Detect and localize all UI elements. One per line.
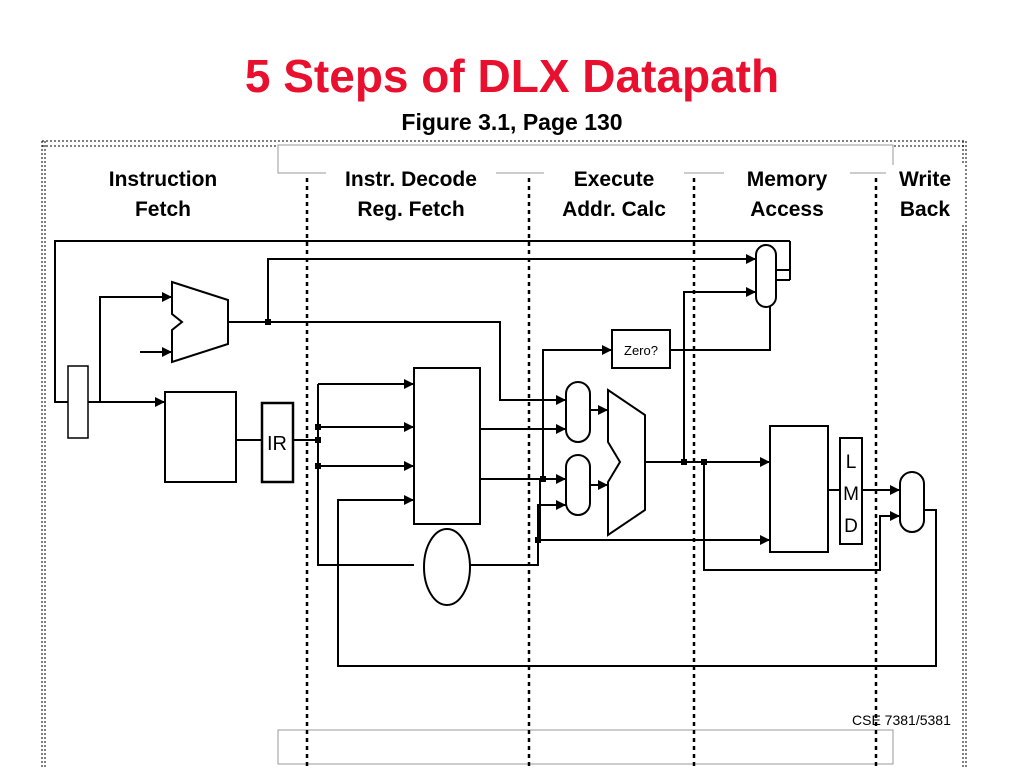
figure-reference: Figure 3.1, Page 130 <box>401 109 623 135</box>
bottom-box <box>277 729 894 765</box>
zero-detector <box>611 329 671 369</box>
stage-label-line2: Access <box>750 198 824 221</box>
register-file <box>413 367 481 525</box>
alu <box>607 388 646 537</box>
pc-register <box>67 365 89 439</box>
ir-register <box>260 401 295 484</box>
writeback-mux <box>899 471 925 533</box>
ir-label: IR <box>267 433 287 455</box>
lmd-register <box>839 437 863 545</box>
slide-title: 5 Steps of DLX Datapath <box>244 50 780 102</box>
stage-label-line2: Fetch <box>134 198 191 221</box>
instruction-memory <box>164 391 237 483</box>
stage-label-line1: Execute <box>573 168 655 191</box>
data-memory <box>769 425 829 553</box>
alu-mux-a <box>565 381 591 443</box>
stage-execute: Execute Addr. Calc <box>544 165 684 225</box>
stage-write-back: Write Back <box>886 165 964 225</box>
stage-label-line2: Addr. Calc <box>562 198 666 221</box>
stage-separators <box>305 178 878 768</box>
stage-label-line1: Write <box>898 168 952 191</box>
pc-adder <box>171 280 229 364</box>
stage-instruction-fetch: Instruction Fetch <box>100 165 226 225</box>
stage-label-line2: Reg. Fetch <box>357 198 465 221</box>
pc-mux <box>755 244 777 308</box>
course-footer: CSE 7381/5381 <box>852 712 951 728</box>
stage-memory-access: Memory Access <box>724 165 850 225</box>
stage-label-line1: Instruction <box>108 168 218 191</box>
zero-label: Zero? <box>624 343 658 358</box>
stage-instr-decode: Instr. Decode Reg. Fetch <box>326 165 496 225</box>
stage-label-line1: Memory <box>746 168 828 191</box>
stage-label-line1: Instr. Decode <box>345 168 477 191</box>
sign-extend <box>423 528 471 606</box>
alu-mux-b <box>565 454 591 516</box>
lmd-label-d: D <box>844 516 858 537</box>
lmd-label-l: L <box>846 452 857 473</box>
stage-label-line2: Back <box>899 198 951 221</box>
lmd-label-m: M <box>843 484 859 505</box>
